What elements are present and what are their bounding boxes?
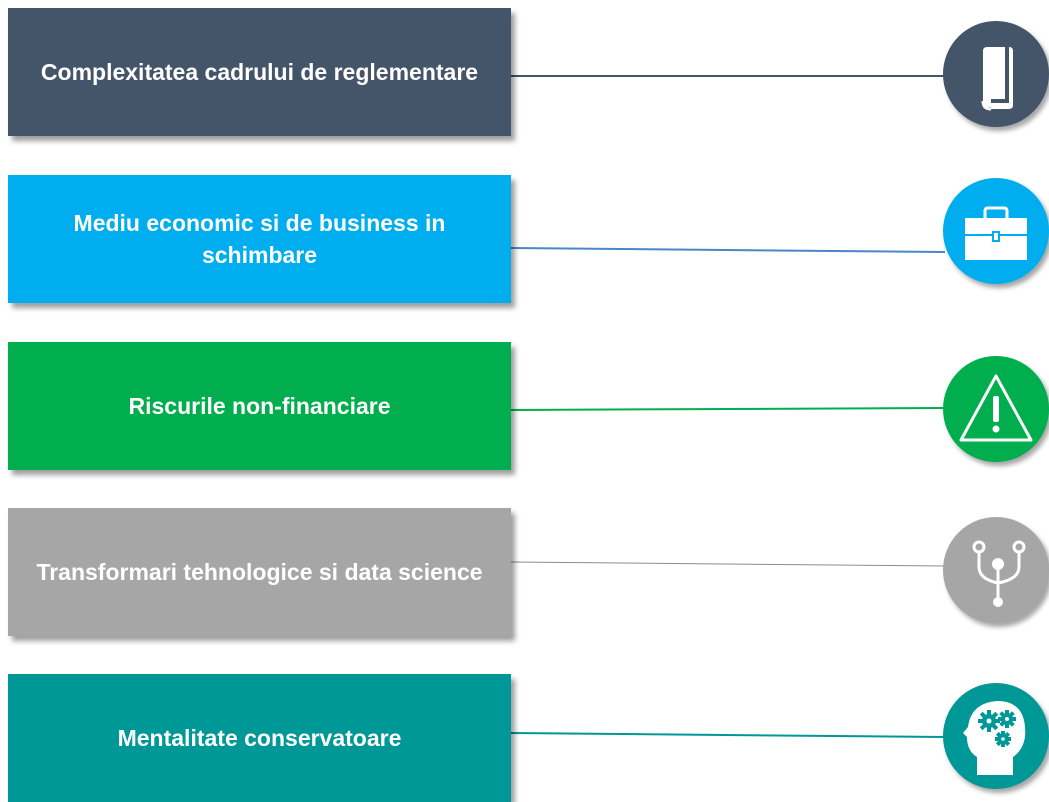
connector-line (510, 407, 946, 411)
connector-line (510, 561, 946, 567)
item-box-conservative-mindset: Mentalitate conservatoare (8, 674, 511, 802)
item-box-regulatory: Complexitatea cadrului de reglementare (8, 8, 511, 136)
item-label: Complexitatea cadrului de reglementare (40, 59, 479, 85)
item-label: Riscurile non-financiare (128, 393, 391, 419)
item-label: Transformari tehnologice si data science (36, 559, 483, 585)
head-gears-icon (943, 683, 1049, 789)
connector-line (510, 247, 946, 253)
item-label: Mentalitate conservatoare (117, 725, 402, 751)
book-icon (943, 21, 1049, 127)
briefcase-icon (943, 178, 1049, 284)
item-box-tech-transformation: Transformari tehnologice si data science (8, 508, 511, 636)
item-box-nonfinancial-risks: Riscurile non-financiare (8, 342, 511, 470)
item-label: Mediu economic si de business in schimba… (73, 210, 446, 268)
warning-triangle-icon (943, 356, 1049, 462)
branching-network-icon (943, 517, 1049, 623)
item-box-economic: Mediu economic si de business in schimba… (8, 175, 511, 303)
connector-line (510, 732, 946, 738)
